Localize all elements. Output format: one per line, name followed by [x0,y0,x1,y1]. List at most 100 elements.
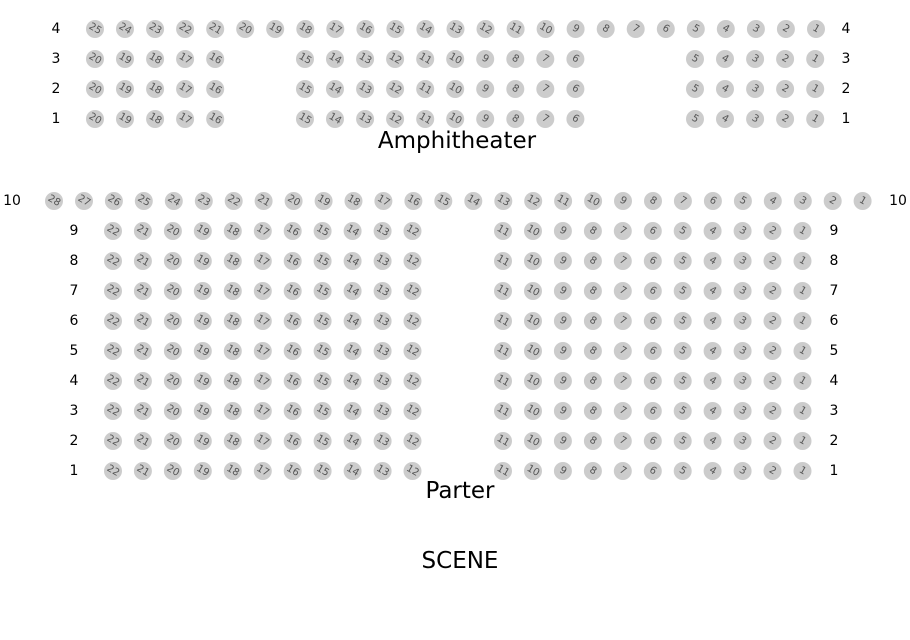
seat-parter-row-6-10[interactable]: 10 [524,312,542,330]
seat-parter-row-4-3[interactable]: 3 [733,372,752,390]
seat-parter-row-1-1[interactable]: 1 [793,462,812,480]
seat-parter-row-9-5[interactable]: 5 [673,222,692,240]
seat-parter-row-3-1[interactable]: 1 [793,402,812,420]
seat-parter-row-5-14[interactable]: 14 [343,342,362,360]
seat-parter-row-3-19[interactable]: 19 [193,402,212,420]
seat-parter-row-6-4[interactable]: 4 [703,312,722,330]
seat-amphitheater-row-1-10[interactable]: 10 [446,110,465,128]
seat-parter-row-6-14[interactable]: 14 [343,312,362,330]
seat-parter-row-8-14[interactable]: 14 [343,252,362,270]
seat-parter-row-10-21[interactable]: 21 [254,192,273,210]
seat-parter-row-10-13[interactable]: 13 [494,192,513,210]
seat-amphitheater-row-3-9[interactable]: 9 [476,50,495,68]
seat-parter-row-9-17[interactable]: 17 [253,222,272,240]
seat-amphitheater-row-3-2[interactable]: 2 [776,50,795,68]
seat-parter-row-7-18[interactable]: 18 [223,282,242,300]
seat-amphitheater-row-2-17[interactable]: 17 [176,80,195,98]
seat-parter-row-1-20[interactable]: 20 [163,462,182,480]
seat-amphitheater-row-3-16[interactable]: 16 [206,50,225,68]
seat-parter-row-2-18[interactable]: 18 [223,432,242,450]
seat-amphitheater-row-4-11[interactable]: 11 [506,20,525,38]
seat-parter-row-8-21[interactable]: 21 [133,252,152,270]
seat-parter-row-2-2[interactable]: 2 [763,432,782,450]
seat-parter-row-8-12[interactable]: 12 [403,252,422,270]
seat-parter-row-4-18[interactable]: 18 [223,372,242,390]
seat-parter-row-1-11[interactable]: 11 [494,462,512,480]
seat-amphitheater-row-2-1[interactable]: 1 [806,80,825,98]
seat-amphitheater-row-2-20[interactable]: 20 [86,80,104,98]
seat-parter-row-2-5[interactable]: 5 [673,432,692,450]
seat-amphitheater-row-2-4[interactable]: 4 [716,80,734,98]
seat-parter-row-1-21[interactable]: 21 [133,462,152,480]
seat-parter-row-7-4[interactable]: 4 [703,282,722,300]
seat-parter-row-10-20[interactable]: 20 [284,192,303,210]
seat-parter-row-6-17[interactable]: 17 [253,312,272,330]
seat-parter-row-3-16[interactable]: 16 [283,402,302,420]
seat-parter-row-4-12[interactable]: 12 [403,372,422,390]
seat-parter-row-8-11[interactable]: 11 [494,252,512,270]
seat-parter-row-2-19[interactable]: 19 [193,432,212,450]
seat-parter-row-5-12[interactable]: 12 [403,342,422,360]
seat-parter-row-10-1[interactable]: 1 [853,192,872,210]
seat-amphitheater-row-1-13[interactable]: 13 [356,110,375,128]
seat-parter-row-7-16[interactable]: 16 [283,282,302,300]
seat-parter-row-9-15[interactable]: 15 [313,222,332,240]
seat-parter-row-7-15[interactable]: 15 [313,282,332,300]
seat-amphitheater-row-3-4[interactable]: 4 [716,50,734,68]
seat-parter-row-7-12[interactable]: 12 [403,282,422,300]
seat-amphitheater-row-1-14[interactable]: 14 [326,110,344,128]
seat-parter-row-2-13[interactable]: 13 [373,432,392,450]
seat-amphitheater-row-1-2[interactable]: 2 [776,110,795,128]
seat-parter-row-8-3[interactable]: 3 [733,252,752,270]
seat-amphitheater-row-1-11[interactable]: 11 [416,110,435,128]
seat-parter-row-5-13[interactable]: 13 [373,342,392,360]
seat-parter-row-8-19[interactable]: 19 [193,252,212,270]
seat-parter-row-5-21[interactable]: 21 [133,342,152,360]
seat-parter-row-1-10[interactable]: 10 [524,462,542,480]
seat-parter-row-5-3[interactable]: 3 [733,342,752,360]
seat-parter-row-9-20[interactable]: 20 [163,222,182,240]
seat-amphitheater-row-2-6[interactable]: 6 [566,80,585,98]
seat-amphitheater-row-2-19[interactable]: 19 [116,80,134,98]
seat-parter-row-8-8[interactable]: 8 [583,252,602,270]
seat-amphitheater-row-1-9[interactable]: 9 [476,110,495,128]
seat-amphitheater-row-3-12[interactable]: 12 [386,50,405,68]
seat-amphitheater-row-3-19[interactable]: 19 [116,50,134,68]
seat-parter-row-6-12[interactable]: 12 [403,312,422,330]
seat-amphitheater-row-1-7[interactable]: 7 [536,110,555,128]
seat-amphitheater-row-3-11[interactable]: 11 [416,50,435,68]
seat-parter-row-6-19[interactable]: 19 [193,312,212,330]
seat-amphitheater-row-2-8[interactable]: 8 [506,80,525,98]
seat-parter-row-2-14[interactable]: 14 [343,432,362,450]
seat-parter-row-2-20[interactable]: 20 [163,432,182,450]
seat-amphitheater-row-4-17[interactable]: 17 [326,20,345,38]
seat-parter-row-1-2[interactable]: 2 [763,462,782,480]
seat-parter-row-9-8[interactable]: 8 [583,222,602,240]
seat-parter-row-5-7[interactable]: 7 [613,342,632,360]
seat-amphitheater-row-2-15[interactable]: 15 [296,80,314,98]
seat-amphitheater-row-1-19[interactable]: 19 [116,110,134,128]
seat-parter-row-5-19[interactable]: 19 [193,342,212,360]
seat-amphitheater-row-3-17[interactable]: 17 [176,50,195,68]
seat-parter-row-4-21[interactable]: 21 [133,372,152,390]
seat-parter-row-3-22[interactable]: 22 [104,402,122,420]
seat-amphitheater-row-4-4[interactable]: 4 [716,20,735,38]
seat-amphitheater-row-4-3[interactable]: 3 [746,20,765,38]
seat-parter-row-8-18[interactable]: 18 [223,252,242,270]
seat-parter-row-6-2[interactable]: 2 [763,312,782,330]
seat-parter-row-10-23[interactable]: 23 [194,192,213,210]
seat-parter-row-9-10[interactable]: 10 [524,222,542,240]
seat-parter-row-4-14[interactable]: 14 [343,372,362,390]
seat-parter-row-4-9[interactable]: 9 [553,372,572,390]
seat-parter-row-10-19[interactable]: 19 [314,192,333,210]
seat-parter-row-4-16[interactable]: 16 [283,372,302,390]
seat-parter-row-2-3[interactable]: 3 [733,432,752,450]
seat-parter-row-4-1[interactable]: 1 [793,372,812,390]
seat-amphitheater-row-4-16[interactable]: 16 [356,20,375,38]
seat-amphitheater-row-4-9[interactable]: 9 [566,20,585,38]
seat-amphitheater-row-1-15[interactable]: 15 [296,110,314,128]
seat-parter-row-5-6[interactable]: 6 [643,342,662,360]
seat-parter-row-5-15[interactable]: 15 [313,342,332,360]
seat-parter-row-4-8[interactable]: 8 [583,372,602,390]
seat-amphitheater-row-1-6[interactable]: 6 [566,110,585,128]
